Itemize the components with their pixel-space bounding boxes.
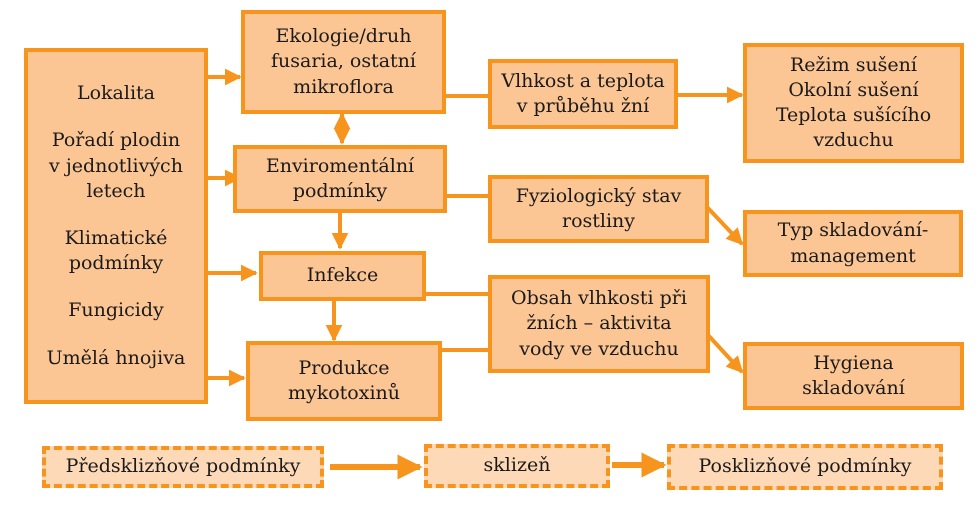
post-harvest-box: Posklizňové podmínky <box>667 444 943 490</box>
moisture-line: žních – aktivita <box>526 312 672 335</box>
ecology-line: mikroflora <box>293 75 394 98</box>
environment-box: Enviromentální podmínky <box>233 145 447 213</box>
moisture-line: Obsah vlhkosti při <box>511 287 687 310</box>
physiology-line: Fyziologický stav <box>515 184 682 207</box>
infection-box: Infekce <box>259 251 426 301</box>
hygiene-line: Hygiena <box>813 351 894 374</box>
drying-line: Režim sušení <box>790 53 917 76</box>
drying-line: vzduchu <box>813 129 894 152</box>
harvest-label: sklizeň <box>483 454 551 477</box>
factor-line: letech <box>86 179 146 202</box>
production-line: Produkce <box>298 356 390 379</box>
pre-harvest-box: Předsklizňové podmínky <box>42 446 324 488</box>
production-line: mykotoxinů <box>287 382 401 404</box>
factor-crop-order: Pořadí plodin v jednotlivých letech <box>49 128 183 203</box>
factor-line: Lokalita <box>76 82 155 105</box>
factor-line: podmínky <box>68 252 164 275</box>
physiology-line: rostliny <box>561 210 636 232</box>
humidity-line: v průběhu žní <box>516 95 650 117</box>
arrow-physiology-storage <box>705 205 744 246</box>
harvest-box: sklizeň <box>424 444 610 488</box>
post-harvest-label: Posklizňové podmínky <box>698 455 912 478</box>
factor-lokalita: Lokalita <box>77 81 155 106</box>
drying-line: Okolní sušení <box>788 78 919 101</box>
factor-line: Fungicidy <box>68 299 164 322</box>
factor-line: v jednotlivých <box>49 154 183 177</box>
pre-harvest-label: Předsklizňové podmínky <box>65 455 301 478</box>
factor-fungicides: Fungicidy <box>68 298 164 323</box>
production-box: Produkce mykotoxinů <box>246 341 442 421</box>
factor-fertilizers: Umělá hnojiva <box>47 346 186 371</box>
arrow-moisture-hygiene <box>706 333 744 374</box>
factor-line: Umělá hnojiva <box>46 346 186 369</box>
hygiene-box: Hygiena skladování <box>743 342 964 410</box>
factor-line: Klimatické <box>64 226 168 249</box>
factor-line: Pořadí plodin <box>51 129 181 152</box>
moisture-box: Obsah vlhkosti při žních – aktivita vody… <box>488 275 710 373</box>
infection-line: Infekce <box>306 264 379 287</box>
drying-box: Režim sušení Okolní sušení Teplota sušíc… <box>743 43 964 163</box>
moisture-line: vody ve vzduchu <box>519 337 679 360</box>
factor-climate: Klimatické podmínky <box>65 226 168 276</box>
humidity-box: Vlhkost a teplota v průběhu žní <box>488 59 678 129</box>
ecology-line: fusaria, ostatní <box>270 50 416 73</box>
factors-box: Lokalita Pořadí plodin v jednotlivých le… <box>24 48 208 404</box>
environment-line: Enviromentální <box>265 154 415 177</box>
storage-type-line: Typ skladování- <box>777 219 929 242</box>
storage-type-box: Typ skladování- management <box>743 210 963 277</box>
storage-type-line: management <box>790 244 916 267</box>
hygiene-line: skladování <box>802 377 905 399</box>
physiology-box: Fyziologický stav rostliny <box>488 175 709 243</box>
drying-line: Teplota sušícího <box>775 104 932 126</box>
ecology-line: Ekologie/druh <box>275 25 412 48</box>
environment-line: podmínky <box>292 180 388 202</box>
humidity-line: Vlhkost a teplota <box>501 69 665 92</box>
ecology-box: Ekologie/druh fusaria, ostatní mikroflor… <box>241 10 446 114</box>
